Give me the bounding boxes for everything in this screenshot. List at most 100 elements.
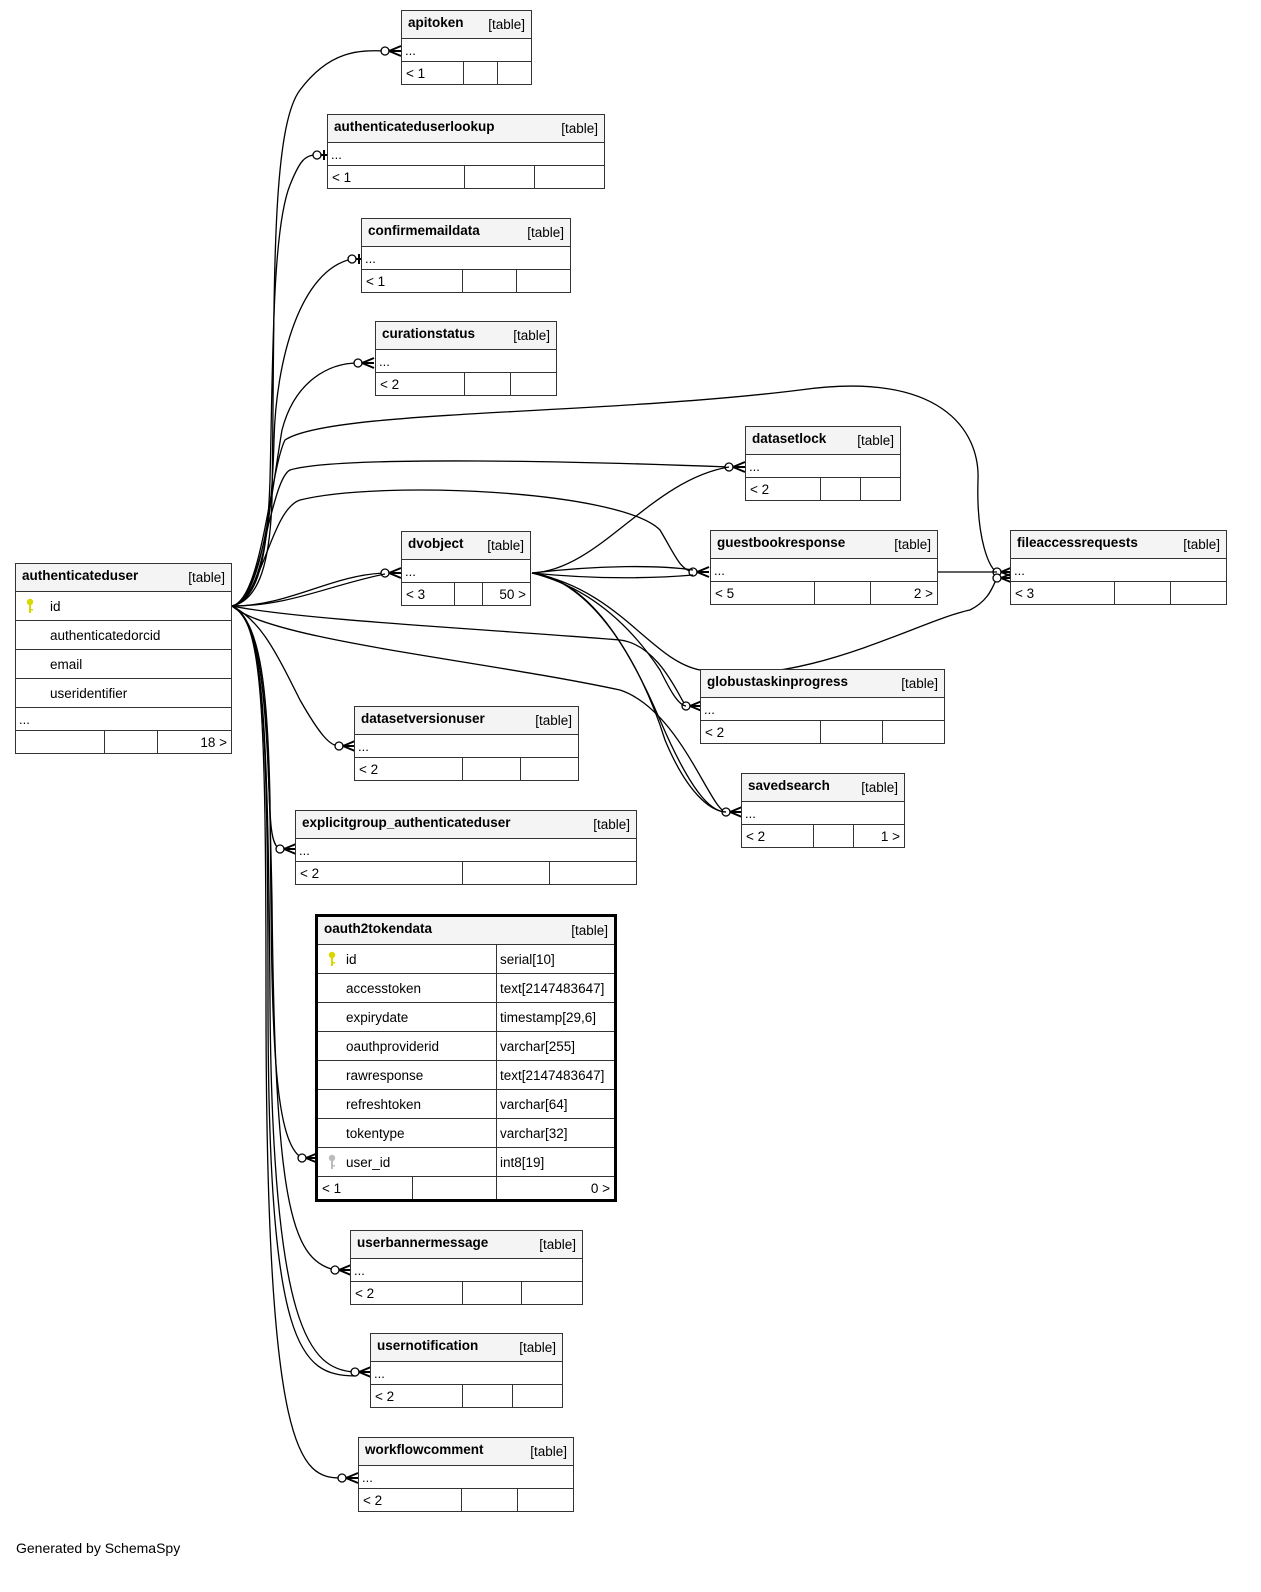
table-userbannermessage[interactable]: userbannermessage [table] ... < 2 xyxy=(350,1230,583,1305)
table-fileaccessrequests[interactable]: fileaccessrequests [table] ... < 3 xyxy=(1010,530,1227,605)
table-name[interactable]: userbannermessage xyxy=(357,1235,489,1250)
table-dvobject[interactable]: dvobject [table] ... < 3 50 > xyxy=(401,531,531,606)
table-authenticateduser[interactable]: authenticateduser [table] id authenticat… xyxy=(15,563,232,754)
table-name[interactable]: confirmemaildata xyxy=(368,223,480,238)
parents-count[interactable]: < 2 xyxy=(300,865,320,881)
children-count[interactable] xyxy=(521,1282,582,1304)
edge-curationstatus xyxy=(231,362,359,607)
table-datasetversionuser[interactable]: datasetversionuser [table] ... < 2 xyxy=(354,706,579,781)
edge-workflowcomment xyxy=(231,605,343,1479)
table-workflowcomment[interactable]: workflowcomment [table] ... < 2 xyxy=(358,1437,574,1512)
parents-count[interactable] xyxy=(16,731,104,753)
parents-count[interactable]: < 1 xyxy=(322,1180,342,1196)
parents-count[interactable]: < 2 xyxy=(359,761,379,777)
edge-savedsearch xyxy=(231,605,727,813)
table-name[interactable]: curationstatus xyxy=(382,326,476,341)
children-count[interactable] xyxy=(512,1385,562,1407)
table-authenticateduserlookup[interactable]: authenticateduserlookup [table] ... < 1 xyxy=(327,114,605,189)
parents-count[interactable]: < 2 xyxy=(363,1492,383,1508)
table-name[interactable]: guestbookresponse xyxy=(717,535,846,550)
table-name[interactable]: workflowcomment xyxy=(365,1442,484,1457)
crows-foot-many-icon xyxy=(358,1366,372,1378)
table-name[interactable]: dvobject xyxy=(408,536,464,551)
edge-fileaccessrequests-top xyxy=(231,385,998,607)
table-footer: < 2 xyxy=(296,862,636,884)
column-row[interactable]: useridentifier xyxy=(16,679,231,708)
parents-count[interactable]: < 1 xyxy=(332,169,352,185)
table-name[interactable]: fileaccessrequests xyxy=(1017,535,1138,550)
parents-count[interactable]: < 2 xyxy=(355,1285,375,1301)
parents-count[interactable]: < 2 xyxy=(746,828,766,844)
table-kind: [table] xyxy=(571,923,608,938)
children-count[interactable] xyxy=(510,373,556,395)
table-name[interactable]: datasetversionuser xyxy=(361,711,485,726)
parents-count[interactable]: < 2 xyxy=(705,724,725,740)
edge-globustaskinprogress xyxy=(231,605,687,707)
table-explicitgroup_authenticateduser[interactable]: explicitgroup_authenticateduser [table] … xyxy=(295,810,637,885)
children-count[interactable] xyxy=(860,478,900,500)
children-count[interactable]: 2 > xyxy=(870,582,937,604)
children-count[interactable] xyxy=(520,758,578,780)
crows-foot-many-icon xyxy=(283,843,297,855)
children-count[interactable]: 50 > xyxy=(482,583,530,605)
children-count[interactable] xyxy=(882,721,944,743)
children-count[interactable] xyxy=(516,270,570,292)
parents-count[interactable]: < 2 xyxy=(375,1388,395,1404)
more-columns-ellipsis: ... xyxy=(328,143,604,166)
table-name[interactable]: authenticateduserlookup xyxy=(334,119,495,134)
parents-count[interactable]: < 1 xyxy=(366,273,386,289)
more-columns-ellipsis: ... xyxy=(16,708,231,731)
table-name[interactable]: explicitgroup_authenticateduser xyxy=(302,815,511,830)
column-row[interactable]: id xyxy=(16,592,231,621)
primary-key-icon xyxy=(318,951,346,967)
table-kind: [table] xyxy=(539,1237,576,1252)
parents-count[interactable]: < 2 xyxy=(750,481,770,497)
table-name[interactable]: datasetlock xyxy=(752,431,827,446)
parents-count[interactable]: < 5 xyxy=(715,585,735,601)
parents-count[interactable]: < 3 xyxy=(1015,585,1035,601)
children-count[interactable] xyxy=(497,62,531,84)
table-usernotification[interactable]: usernotification [table] ... < 2 xyxy=(370,1333,563,1408)
children-count[interactable] xyxy=(1170,582,1226,604)
more-columns-ellipsis: ... xyxy=(359,1466,573,1489)
table-header: guestbookresponse [table] xyxy=(711,531,937,559)
table-header: datasetversionuser [table] xyxy=(355,707,578,735)
children-count[interactable] xyxy=(517,1489,573,1511)
children-count[interactable]: 1 > xyxy=(853,825,904,847)
children-count[interactable]: 18 > xyxy=(157,731,231,753)
table-curationstatus[interactable]: curationstatus [table] ... < 2 xyxy=(375,321,557,396)
column-row[interactable]: email xyxy=(16,650,231,679)
table-name[interactable]: oauth2tokendata xyxy=(324,921,433,936)
table-name[interactable]: savedsearch xyxy=(748,778,830,793)
table-header: apitoken [table] xyxy=(402,11,531,39)
table-confirmemaildata[interactable]: confirmemaildata [table] ... < 1 xyxy=(361,218,571,293)
children-count[interactable] xyxy=(534,166,604,188)
parents-count[interactable]: < 3 xyxy=(406,586,426,602)
crows-foot-many-icon xyxy=(388,567,402,579)
table-datasetlock[interactable]: datasetlock [table] ... < 2 xyxy=(745,426,901,501)
table-guestbookresponse[interactable]: guestbookresponse [table] ... < 5 2 > xyxy=(710,530,938,605)
parents-count[interactable]: < 1 xyxy=(406,65,426,81)
table-globustaskinprogress[interactable]: globustaskinprogress [table] ... < 2 xyxy=(700,669,945,744)
children-count[interactable] xyxy=(549,862,636,884)
children-count[interactable]: 0 > xyxy=(496,1177,614,1199)
parents-count[interactable]: < 2 xyxy=(380,376,400,392)
more-columns-ellipsis: ... xyxy=(376,350,556,373)
table-name[interactable]: apitoken xyxy=(408,15,464,30)
table-apitoken[interactable]: apitoken [table] ... < 1 xyxy=(401,10,532,85)
table-name[interactable]: usernotification xyxy=(377,1338,479,1353)
column-row[interactable]: authenticatedorcid xyxy=(16,621,231,650)
crows-foot-many-icon xyxy=(345,1472,359,1484)
table-name[interactable]: globustaskinprogress xyxy=(707,674,849,689)
table-name[interactable]: authenticateduser xyxy=(22,568,139,583)
table-savedsearch[interactable]: savedsearch [table] ... < 2 1 > xyxy=(741,773,905,848)
